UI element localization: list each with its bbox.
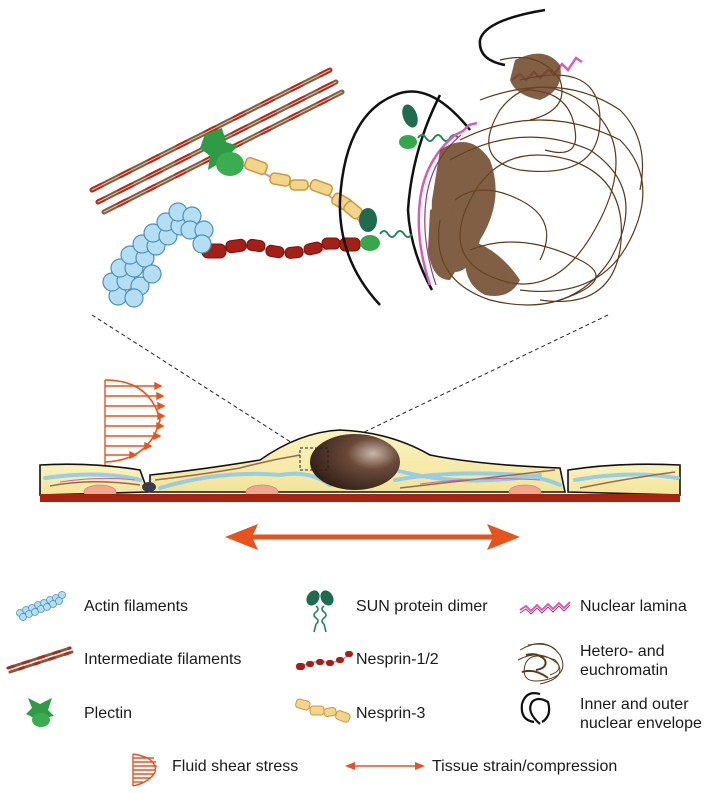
- chromatin-legend-label: Hetero- and euchromatin: [580, 642, 668, 680]
- tissue-strain-legend-icon: [345, 762, 425, 770]
- zoom-line-left: [91, 314, 301, 449]
- fluid-shear-stress-profile: [104, 379, 166, 465]
- cell-actin-fibers: [43, 468, 680, 490]
- chromatin-legend-line-2: euchromatin: [580, 662, 669, 679]
- chromatin-legend-icon: [517, 643, 564, 685]
- intermediate-filament-legend-label: Intermediate filaments: [84, 651, 242, 668]
- sun-dimer-2: [359, 208, 413, 251]
- nuclear-envelope-outer: [338, 90, 471, 306]
- plectin-shape: [200, 128, 244, 176]
- sun-dimer-1: [399, 104, 459, 149]
- intermediate-filament-legend-icon: [6, 646, 74, 674]
- nesprin-3-legend-label: Nesprin-3: [356, 705, 426, 722]
- cell-layer: [39, 379, 681, 550]
- chromatin-legend-line-1: Hetero- and: [580, 643, 665, 660]
- tissue-strain-arrow: [225, 524, 520, 550]
- nesprin-3-legend-icon: [295, 698, 351, 723]
- nuclear-lamina-legend-icon: [519, 601, 571, 615]
- nuclear-lamina-legend-label: Nuclear lamina: [580, 598, 687, 615]
- nuclear-envelope-legend-line-1: Inner and outer: [580, 696, 689, 713]
- nuclear-envelope-legend-line-2: nuclear envelope: [580, 715, 702, 732]
- actin-legend-label: Actin filaments: [84, 598, 189, 615]
- nesprin-3-chain: [242, 156, 363, 223]
- actin-filament-zoom: [102, 202, 214, 308]
- heterochromatin-zoom: [428, 53, 561, 296]
- cell-left: [39, 463, 150, 496]
- chromatin-zoom: [438, 56, 644, 306]
- actin-legend-icon: [16, 591, 66, 621]
- sun-dimer-legend-label: SUN protein dimer: [356, 598, 488, 615]
- cell-nucleus: [310, 434, 400, 490]
- tissue-strain-legend-label: Tissue strain/compression: [432, 758, 618, 775]
- nesprin-1-2-legend-label: Nesprin-1/2: [356, 651, 439, 668]
- nuclear-envelope-legend-label: Inner and outer nuclear envelope: [580, 695, 702, 733]
- nuclear-envelope-inner: [406, 8, 546, 291]
- zoom-line-right: [326, 314, 609, 451]
- plectin-legend-label: Plectin: [84, 705, 133, 722]
- plectin-legend-icon: [26, 698, 54, 728]
- legend-icons: [6, 590, 571, 787]
- cell-nesprin-fibers: [59, 477, 541, 485]
- substrate: [40, 494, 680, 502]
- nesprin-1-2-legend-icon: [296, 651, 353, 670]
- fluid-shear-legend-label: Fluid shear stress: [172, 758, 299, 775]
- zoom-inset: [89, 8, 644, 308]
- nesprin-1-2-chain: [201, 237, 366, 259]
- sun-dimer-legend-icon: [306, 590, 334, 633]
- cell-junction: [142, 482, 156, 492]
- fluid-shear-legend-icon: [132, 753, 157, 787]
- nuclear-envelope-legend-icon: [520, 692, 551, 725]
